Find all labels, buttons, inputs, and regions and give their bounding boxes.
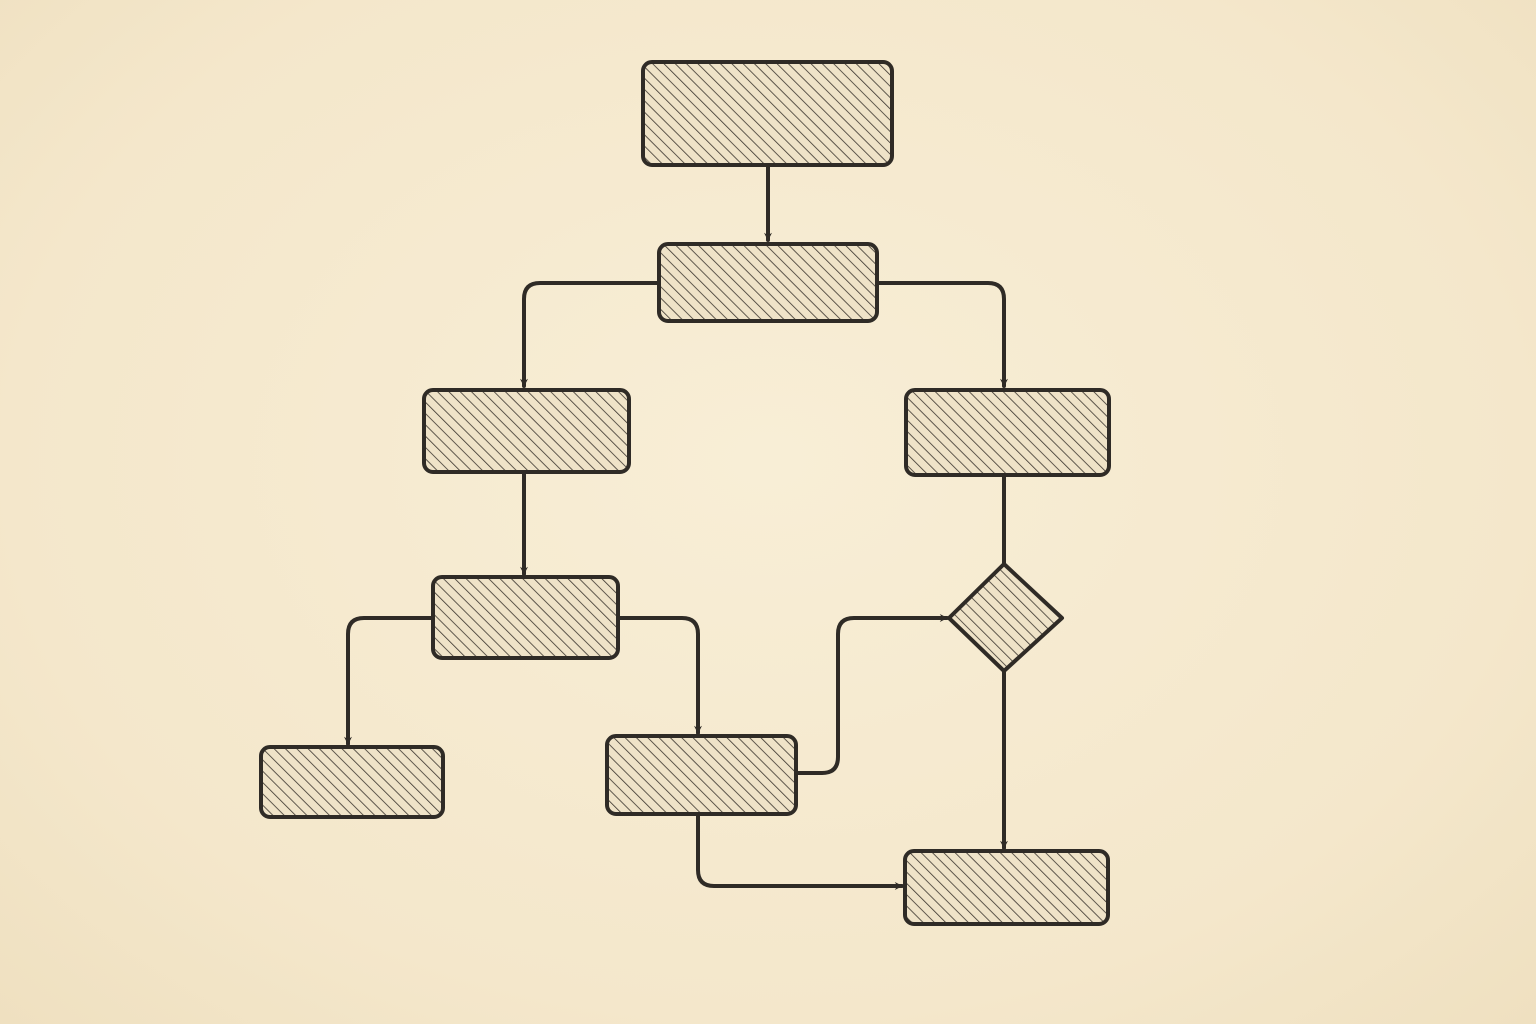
edge-second-to-right-branch [874,281,1008,388]
edge-left-middle-to-bottom-middle [616,616,702,735]
node-top [641,60,894,167]
edge-left-middle-to-bottom-left [344,616,434,746]
node-second [657,242,879,323]
nodes [259,60,1111,926]
node-decision [947,562,1064,673]
edges [344,164,1008,890]
node-left-middle [431,575,620,660]
edge-bottom-middle-to-decision [794,614,949,775]
node-right-branch [904,388,1111,477]
node-left-branch [422,388,631,474]
edge-bottom-middle-to-bottom-right [696,813,904,890]
edge-second-to-left-branch [520,281,660,388]
node-bottom-middle [605,734,798,816]
node-bottom-left [259,745,445,819]
node-bottom-right [903,849,1110,926]
